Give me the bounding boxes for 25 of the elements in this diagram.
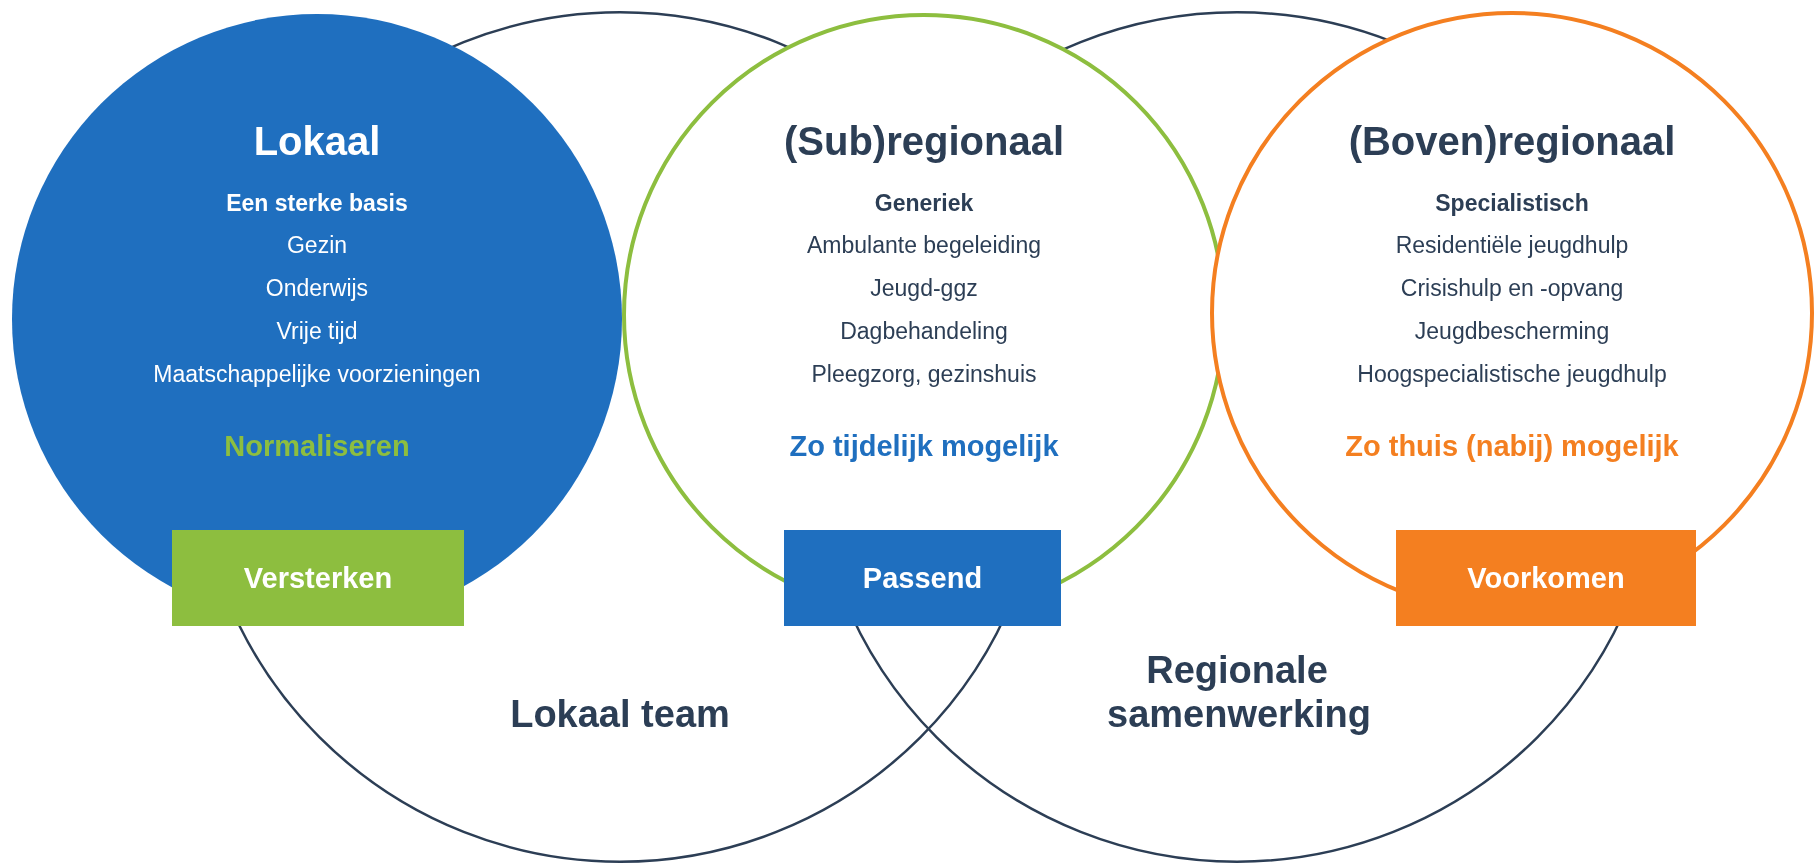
list-item: Gezin — [286, 231, 348, 260]
circle-label: Lokaal team — [509, 692, 731, 736]
label-box: Voorkomen — [1396, 530, 1696, 626]
list-item: Ambulante begeleiding — [807, 231, 1041, 260]
label-box: Passend — [784, 530, 1061, 626]
slogan-text: Zo thuis (nabij) mogelijk — [1345, 430, 1679, 463]
circle-heading: (Boven)regionaal — [1348, 118, 1676, 165]
list-item: Hoogspecialistische jeugdhulp — [1357, 360, 1667, 389]
subheading: Een sterke basis — [226, 189, 408, 218]
list-item: Maatschappelijke voorzieningen — [153, 360, 481, 389]
slogan-text: Normaliseren — [224, 430, 410, 463]
list-item: Pleegzorg, gezinshuis — [811, 360, 1037, 389]
subheading: Generiek — [874, 189, 974, 218]
circle-heading: (Sub)regionaal — [784, 118, 1064, 165]
list-item: Vrije tijd — [276, 317, 358, 346]
list-item: Crisishulp en -opvang — [1400, 274, 1624, 303]
subheading: Specialistisch — [1435, 189, 1589, 218]
circle-label: Regionale samenwerking — [1107, 648, 1367, 736]
circle-heading: Lokaal — [253, 118, 381, 165]
list-item: Onderwijs — [265, 274, 369, 303]
list-item: Jeugd-ggz — [870, 274, 978, 303]
slogan-text: Zo tijdelijk mogelijk — [789, 430, 1059, 463]
list-item: Jeugdbescherming — [1414, 317, 1610, 346]
list-item: Residentiële jeugdhulp — [1395, 231, 1629, 260]
list-item: Dagbehandeling — [840, 317, 1008, 346]
